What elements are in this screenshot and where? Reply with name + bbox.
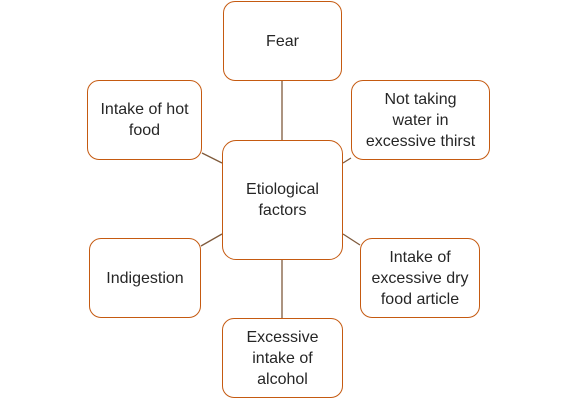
node-not-taking-water-label: Not taking water in excessive thirst	[365, 90, 476, 150]
node-etiological-factors-label: Etiological factors	[246, 181, 319, 219]
connector-top-left	[201, 152, 223, 164]
node-intake-hot-food: Intake of hot food	[87, 80, 202, 160]
node-alcohol: Excessive intake of alcohol	[222, 318, 343, 398]
node-indigestion-label: Indigestion	[106, 269, 184, 287]
node-indigestion: Indigestion	[89, 238, 201, 318]
node-alcohol-label: Excessive intake of alcohol	[246, 328, 319, 388]
connector-left	[200, 233, 223, 247]
connector-top-right	[342, 157, 352, 164]
node-dry-food-label: Intake of excessive dry food article	[371, 248, 469, 308]
node-intake-hot-food-label: Intake of hot food	[100, 101, 189, 139]
connector-bottom-right	[342, 233, 361, 246]
node-not-taking-water: Not taking water in excessive thirst	[351, 80, 490, 160]
node-fear: Fear	[223, 1, 342, 81]
node-fear-label: Fear	[266, 32, 299, 50]
node-dry-food: Intake of excessive dry food article	[360, 238, 480, 318]
node-etiological-factors: Etiological factors	[222, 140, 343, 260]
